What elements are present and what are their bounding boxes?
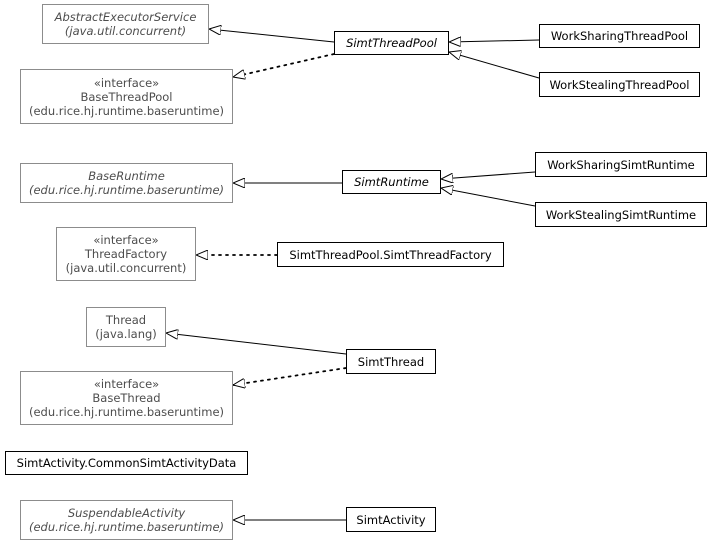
- class-box-simt-runtime[interactable]: SimtRuntime: [342, 170, 441, 194]
- class-box-simt-activity[interactable]: SimtActivity: [346, 507, 436, 532]
- class-package: (java.util.concurrent): [65, 261, 187, 275]
- class-name: SimtActivity: [356, 512, 426, 527]
- class-name: ThreadFactory: [84, 247, 168, 261]
- edge-workstealingsimtruntime-simtruntime: [441, 188, 536, 207]
- class-name: BaseThread: [92, 391, 161, 405]
- class-package: (edu.rice.hj.runtime.baseruntime): [28, 183, 225, 197]
- class-name: SimtRuntime: [354, 175, 429, 189]
- edge-simtthreadpool-abstractexecutorservice: [209, 29, 335, 43]
- edge-worksharingsimtruntime-simtruntime: [441, 171, 536, 179]
- interface-stereotype: «interface»: [93, 233, 159, 247]
- class-name: SimtThreadPool.SimtThreadFactory: [289, 247, 492, 262]
- class-box-suspendable-activity[interactable]: SuspendableActivity (edu.rice.hj.runtime…: [20, 500, 233, 540]
- class-box-base-runtime[interactable]: BaseRuntime (edu.rice.hj.runtime.baserun…: [20, 163, 233, 203]
- class-box-work-sharing-simt-runtime[interactable]: WorkSharingSimtRuntime: [535, 152, 707, 177]
- class-package: (edu.rice.hj.runtime.baseruntime): [28, 520, 225, 534]
- interface-box-thread-factory[interactable]: «interface» ThreadFactory (java.util.con…: [56, 227, 196, 281]
- class-name: WorkStealingThreadPool: [549, 77, 690, 92]
- class-package: (edu.rice.hj.runtime.baseruntime): [28, 405, 225, 419]
- class-package: (java.lang): [95, 327, 157, 341]
- class-box-common-simt-activity-data[interactable]: SimtActivity.CommonSimtActivityData: [5, 451, 248, 475]
- class-name: SimtActivity.CommonSimtActivityData: [16, 456, 237, 470]
- edge-simtthreadpool-basethreadpool: [233, 53, 335, 77]
- class-name: BaseThreadPool: [80, 89, 173, 104]
- class-name: WorkStealingSimtRuntime: [545, 207, 697, 222]
- class-name: SimtThreadPool: [346, 36, 437, 50]
- class-name: BaseRuntime: [88, 169, 165, 183]
- edge-workstealingthreadpool-simtthreadpool: [449, 52, 540, 79]
- class-box-work-sharing-thread-pool[interactable]: WorkSharingThreadPool: [539, 24, 700, 48]
- class-box-thread[interactable]: Thread (java.lang): [86, 307, 166, 347]
- class-box-simt-thread-factory[interactable]: SimtThreadPool.SimtThreadFactory: [277, 242, 504, 267]
- class-box-simt-thread-pool[interactable]: SimtThreadPool: [334, 31, 449, 55]
- class-name: SimtThread: [357, 354, 425, 369]
- class-box-work-stealing-simt-runtime[interactable]: WorkStealingSimtRuntime: [535, 202, 707, 227]
- interface-box-base-thread-pool[interactable]: «interface» BaseThreadPool (edu.rice.hj.…: [20, 69, 233, 124]
- class-name: Thread: [105, 313, 147, 327]
- interface-box-base-thread[interactable]: «interface» BaseThread (edu.rice.hj.runt…: [20, 371, 233, 425]
- interface-stereotype: «interface»: [93, 377, 160, 391]
- class-box-simt-thread[interactable]: SimtThread: [346, 349, 436, 374]
- class-name: AbstractExecutorService: [54, 10, 197, 24]
- class-box-abstract-executor-service[interactable]: AbstractExecutorService (java.util.concu…: [42, 4, 209, 44]
- class-name: WorkSharingSimtRuntime: [547, 157, 695, 172]
- class-name: WorkSharingThreadPool: [550, 29, 689, 43]
- class-package: (edu.rice.hj.runtime.baseruntime): [28, 103, 225, 118]
- interface-stereotype: «interface»: [93, 75, 160, 90]
- class-name: SuspendableActivity: [67, 506, 186, 520]
- edge-worksharingthreadpool-simtthreadpool: [449, 40, 540, 42]
- class-package: (java.util.concurrent): [64, 24, 187, 38]
- edge-simtthread-thread: [166, 333, 347, 355]
- class-box-work-stealing-thread-pool[interactable]: WorkStealingThreadPool: [539, 72, 700, 97]
- edge-simtthread-basethread: [232, 367, 347, 385]
